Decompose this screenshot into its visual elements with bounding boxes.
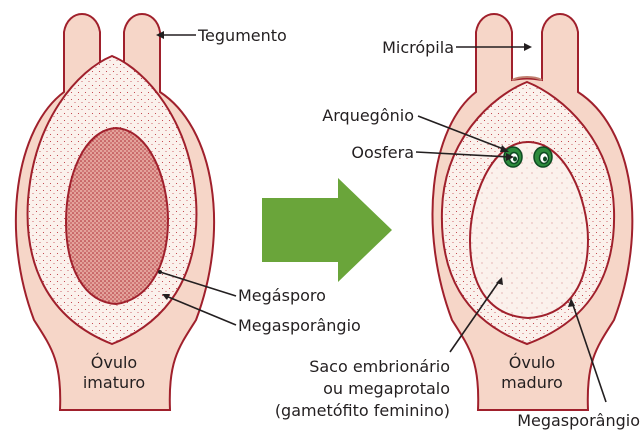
mature-ovule: [432, 14, 632, 410]
transition-arrow: [262, 178, 392, 282]
label-megasporangio-left: Megasporângio: [238, 316, 361, 335]
label-tegumento: Tegumento: [197, 26, 287, 45]
label-megasporo: Megásporo: [238, 286, 326, 305]
label-saco-1: Saco embrionário: [309, 357, 450, 376]
label-micropila: Micrópila: [382, 38, 454, 57]
label-megasporangio-right: Megasporângio: [517, 411, 640, 430]
label-oosfera: Oosfera: [351, 143, 414, 162]
label-ovulo-imaturo-2: imaturo: [83, 373, 145, 392]
archegonium-right: [534, 147, 552, 167]
immature-megaspore: [66, 128, 168, 304]
label-arquegonio: Arquegônio: [322, 106, 414, 125]
label-saco-2: ou megaprotalo: [323, 379, 450, 398]
label-ovulo-imaturo-1: Óvulo: [91, 353, 137, 372]
label-ovulo-maduro-2: maduro: [501, 373, 563, 392]
label-ovulo-maduro-1: Óvulo: [509, 353, 555, 372]
label-saco-3: (gametófito feminino): [275, 401, 450, 420]
